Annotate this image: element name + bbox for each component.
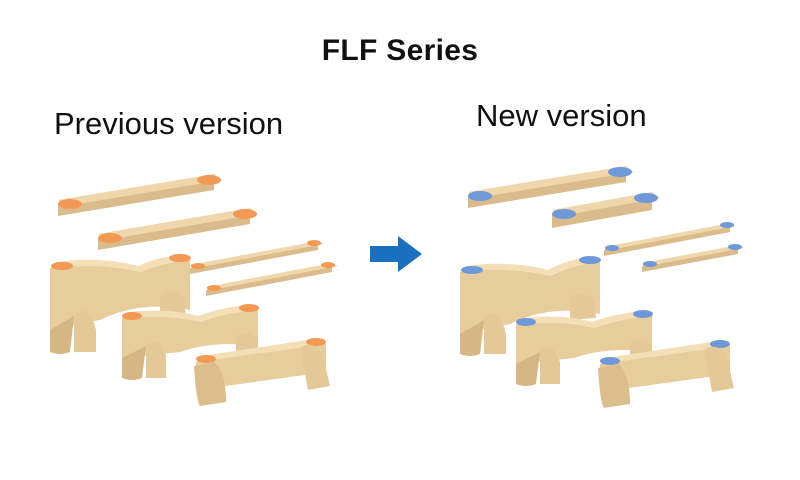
new-version-label: New version [476, 98, 647, 133]
long-bar-2 [98, 208, 258, 250]
new-short-bar [552, 192, 660, 228]
large-stand [50, 254, 191, 354]
long-bar-1 [58, 174, 222, 216]
page-title: FLF Series [321, 34, 479, 67]
thin-bar-2 [206, 262, 338, 296]
new-long-bar-1 [468, 166, 634, 208]
right-arrow-icon [370, 236, 422, 272]
thin-bar-1 [190, 240, 324, 274]
previous-version-label: Previous version [54, 106, 284, 141]
new-small-stand [598, 340, 734, 408]
new-thin-bar-1 [604, 222, 736, 256]
small-stand [194, 338, 330, 406]
new-large-stand [460, 256, 601, 356]
new-thin-bar-2 [642, 244, 744, 272]
new-medium-stand [516, 310, 653, 386]
